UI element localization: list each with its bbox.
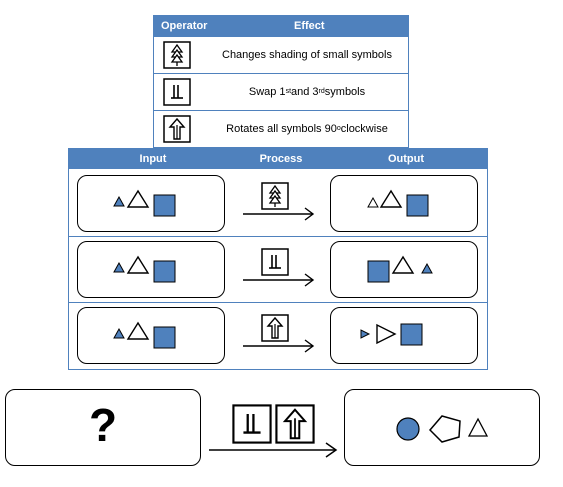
tree-symbol-icon [163, 41, 191, 69]
legend-effect-text: Changes shading of small symbols [222, 49, 392, 61]
up-arrow-icon [275, 404, 315, 444]
row-divider [69, 302, 487, 303]
question-input-box: ? [5, 389, 201, 466]
output-shapes [360, 323, 423, 346]
legend-header: Operator Effect [154, 16, 408, 36]
examples-header: Input Process Output [69, 149, 487, 169]
input-shapes [113, 321, 176, 349]
output-box [330, 175, 478, 232]
output-box [330, 307, 478, 364]
up-arrow-icon [163, 115, 191, 143]
input-shapes [113, 255, 176, 283]
input-box [77, 241, 225, 298]
question-output-shapes [396, 415, 489, 443]
question-process-arrow [208, 402, 340, 460]
output-shapes [367, 255, 433, 283]
swap-symbol-icon [163, 78, 191, 106]
process-arrow [243, 310, 317, 358]
input-box [77, 307, 225, 364]
question-output-box [344, 389, 540, 466]
row-divider [69, 236, 487, 237]
process-arrow [243, 244, 317, 292]
question-mark: ? [88, 399, 118, 451]
header-output: Output [387, 153, 425, 165]
output-shapes [367, 189, 429, 217]
swap-symbol-icon [261, 248, 289, 276]
legend-header-operator: Operator [161, 20, 208, 32]
tree-symbol-icon [261, 182, 289, 210]
swap-symbol-icon [232, 404, 272, 444]
up-arrow-icon [261, 314, 289, 342]
header-process: Process [259, 153, 303, 165]
legend-header-effect: Effect [294, 20, 325, 32]
output-box [330, 241, 478, 298]
examples-table: Input Process Output [68, 148, 488, 370]
header-input: Input [139, 153, 167, 165]
operator-legend-table: Operator Effect Changes shading of small… [153, 15, 409, 148]
legend-row-shading: Changes shading of small symbols [154, 36, 408, 73]
input-box [77, 175, 225, 232]
input-shapes [113, 189, 176, 217]
process-arrow [243, 178, 317, 226]
